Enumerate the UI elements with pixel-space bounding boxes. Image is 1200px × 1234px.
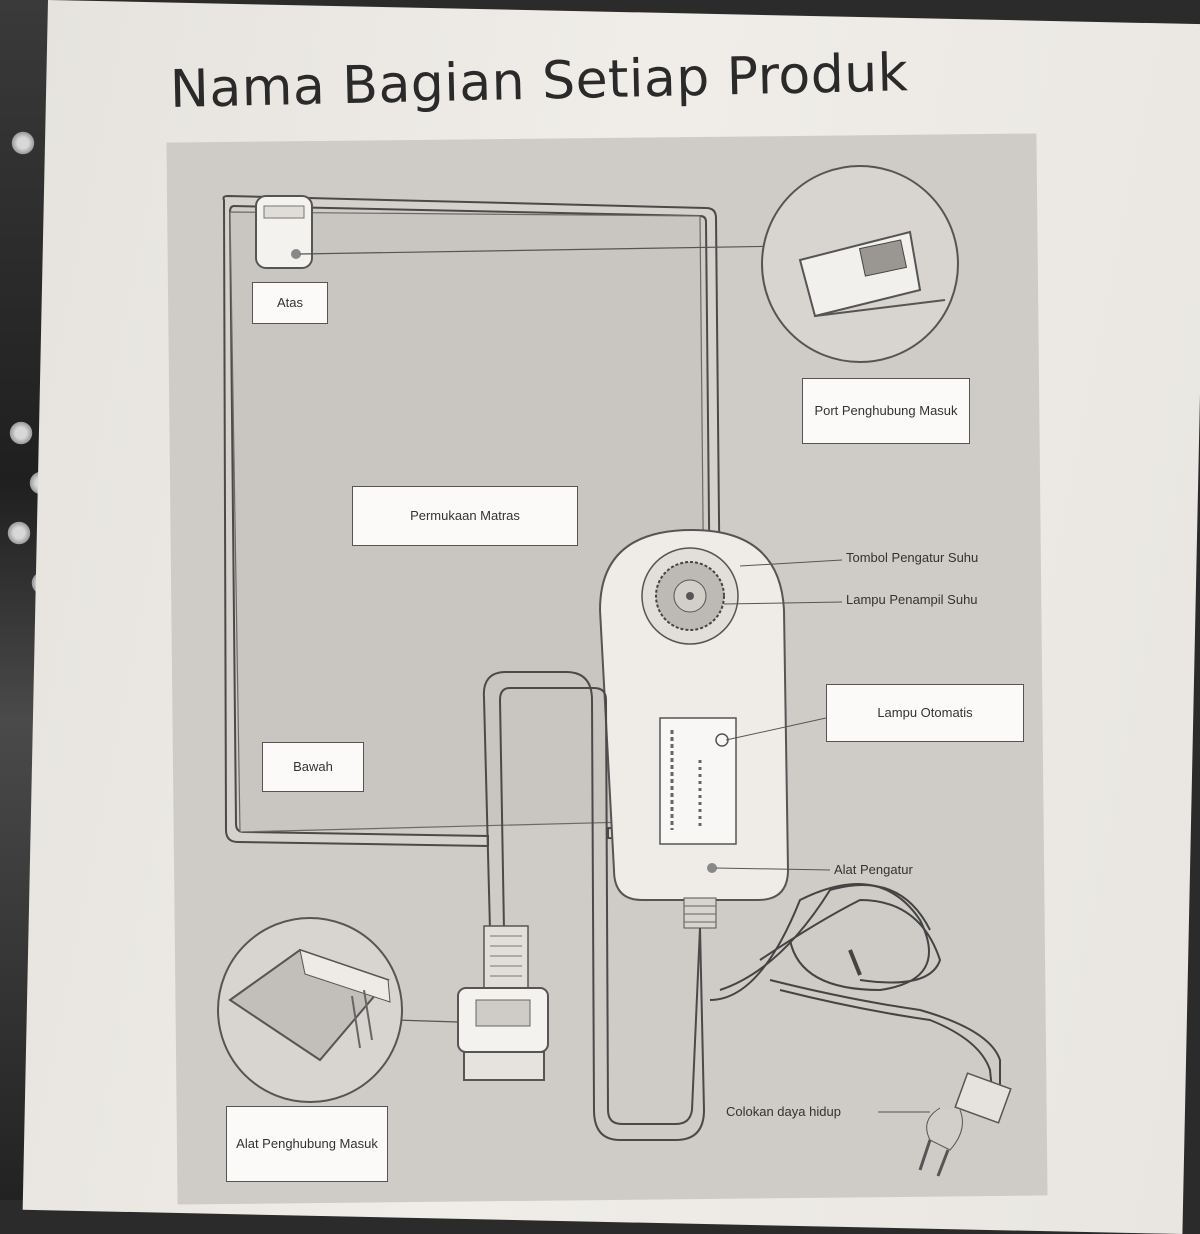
label-permukaan-matras: Permukaan Matras bbox=[352, 486, 578, 546]
label-alat-pengatur: Alat Pengatur bbox=[834, 862, 913, 877]
flower-pattern-icon bbox=[10, 130, 36, 156]
leader-line-controller bbox=[715, 867, 831, 871]
flower-pattern-icon bbox=[8, 420, 34, 446]
plug-connector-icon bbox=[457, 925, 549, 1081]
label-bawah: Bawah bbox=[262, 742, 364, 792]
label-colokan-daya-hidup: Colokan daya hidup bbox=[726, 1104, 841, 1119]
leader-line-temp-light bbox=[723, 601, 843, 605]
leader-line-auto-light bbox=[725, 717, 827, 741]
wall-plug-icon bbox=[918, 1072, 1012, 1177]
leader-line-plug bbox=[394, 1019, 459, 1023]
port-zoom-circle bbox=[761, 165, 959, 363]
top-connector-icon bbox=[255, 195, 313, 269]
controller-device bbox=[598, 528, 790, 929]
leader-line-temp-knob bbox=[739, 559, 843, 567]
label-lampu-penampil-suhu: Lampu Penampil Suhu bbox=[846, 592, 978, 607]
label-port-penghubung-masuk: Port Penghubung Masuk bbox=[802, 378, 970, 444]
label-atas: Atas bbox=[252, 282, 328, 324]
label-alat-penghubung-masuk: Alat Penghubung Masuk bbox=[226, 1106, 388, 1182]
leader-line-port bbox=[299, 245, 791, 255]
flower-pattern-icon bbox=[6, 520, 32, 546]
label-tombol-pengatur-suhu: Tombol Pengatur Suhu bbox=[846, 550, 979, 565]
product-diagram bbox=[217, 165, 1012, 1177]
power-cord-icon bbox=[709, 883, 1001, 1091]
plug-zoom-circle bbox=[217, 917, 403, 1103]
label-lampu-otomatis: Lampu Otomatis bbox=[826, 684, 1024, 742]
